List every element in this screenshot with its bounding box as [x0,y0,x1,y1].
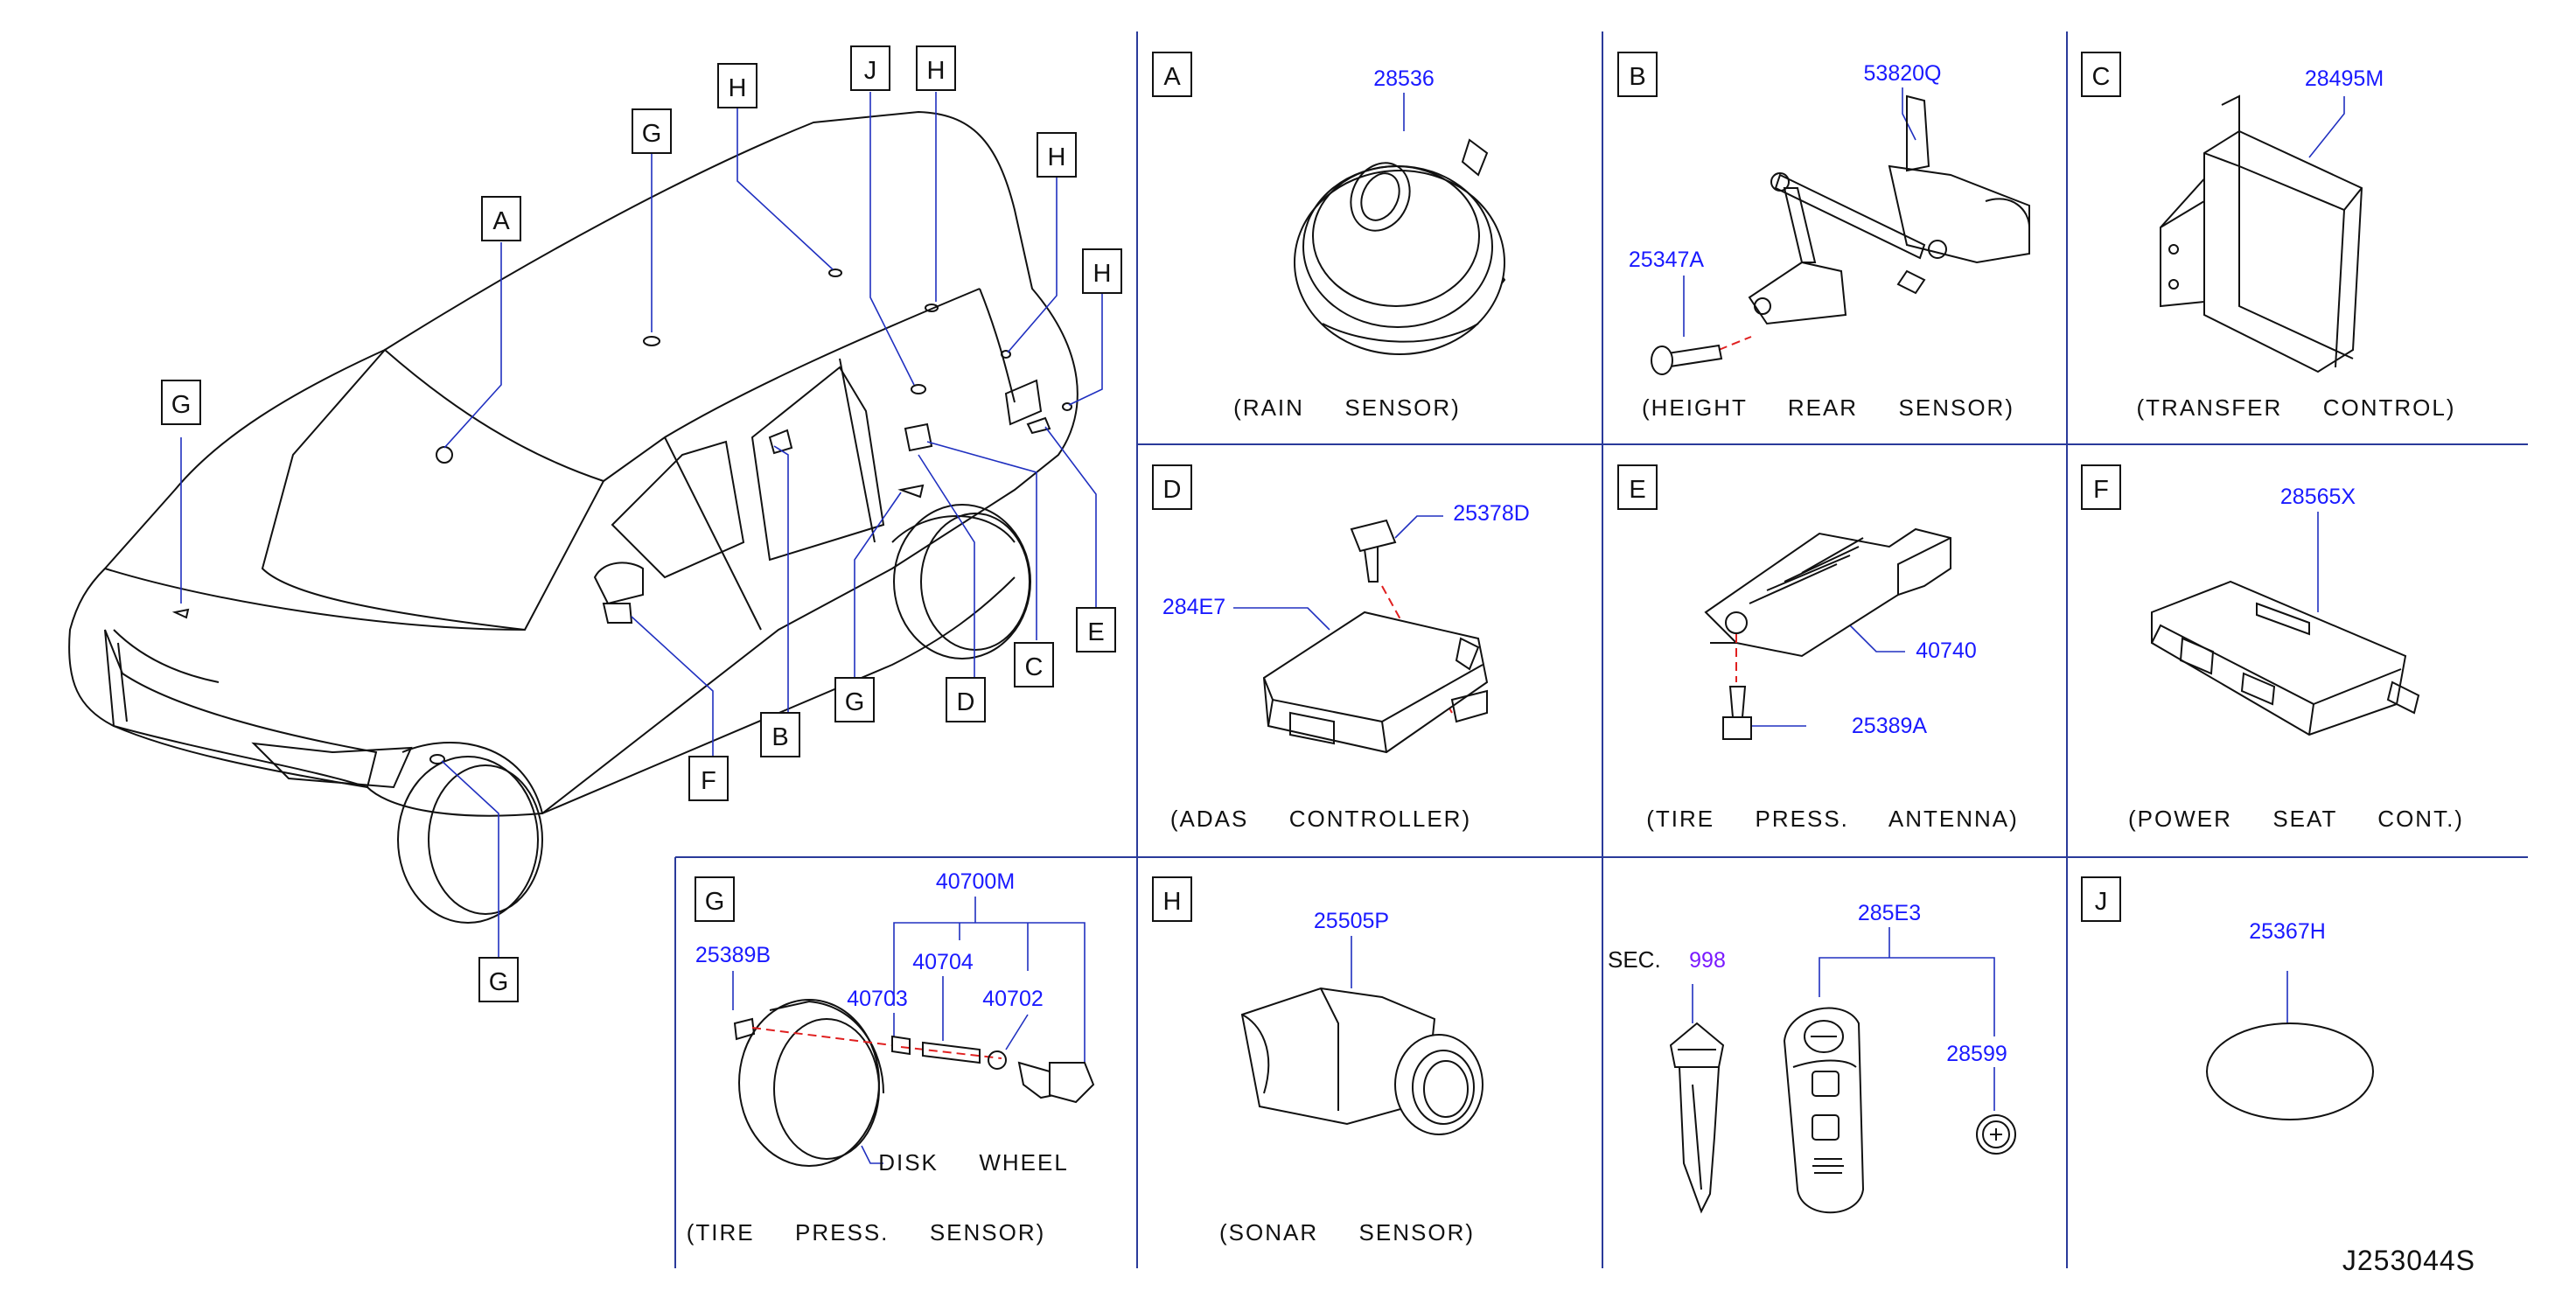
svg-text:B: B [771,723,788,751]
part-number: 28565X [2280,485,2356,509]
svg-text:G: G [171,391,192,419]
bolt [1651,344,1723,375]
svg-text:J: J [2095,888,2108,916]
part-number: 25347A [1629,248,1705,272]
mechanical-key-drawing [1669,1022,1725,1214]
svg-text:J: J [864,57,877,85]
svg-text:G: G [489,968,509,996]
callout-G-roof: G [632,108,672,154]
panel-caption: (RAIN SENSOR) [1233,394,1461,421]
panel-caption: (TRANSFER CONTROL) [2137,394,2456,421]
panel-A: A 28536 (RAIN SENSOR) [1152,52,1506,421]
tpms-sensor-drawing [891,1035,1095,1104]
power-seat-controller-drawing [2151,580,2420,736]
panel-key: SEC. 998 285E3 28599 [1608,901,2016,1214]
part-number: 25378D [1453,501,1530,526]
panel-B: B 53820Q 25347A (HEIGHT REAR SENSOR) [1617,52,2030,421]
adas-controller-drawing [1262,611,1489,754]
svg-text:H: H [927,57,946,85]
disk-wheel-note: DISK WHEEL [878,1149,1069,1176]
panel-caption: (ADAS CONTROLLER) [1170,806,1471,832]
part-number: 25505P [1314,909,1389,933]
callout-B: B [760,712,800,757]
part-number: 40740 [1916,639,1977,663]
part-number: 284E7 [1162,595,1225,619]
part-number: 285E3 [1858,901,1921,925]
part-number: 40704 [912,950,974,974]
section-number: 998 [1689,948,1726,973]
tire-antenna-drawing [1704,527,1951,658]
svg-text:H: H [729,74,747,102]
callout-G-front: G [161,380,201,425]
svg-text:G: G [845,688,865,716]
callout-J: J [850,45,890,91]
smart-key-drawing [1783,1007,1865,1214]
svg-text:C: C [2092,63,2111,91]
part-number: 40702 [982,987,1044,1011]
panel-C: C 28495M (TRANSFER CONTROL) [2081,52,2456,421]
callout-G-rear-wheel: G [834,677,875,722]
svg-text:D: D [957,688,975,716]
disk-wheel-drawing [733,999,884,1167]
sonar-sensor-drawing [1240,987,1483,1135]
panel-F: F 28565X (POWER SEAT CONT.) [2081,464,2464,832]
part-number: 28599 [1946,1042,2007,1066]
screw [1722,686,1752,740]
rain-sensor-drawing [1294,138,1506,355]
svg-text:E: E [1087,618,1104,646]
part-number: 25389B [695,943,771,967]
panel-caption: (TIRE PRESS. SENSOR) [687,1219,1046,1246]
part-number: 53820Q [1864,61,1942,86]
svg-text:B: B [1629,63,1645,91]
svg-text:F: F [701,767,716,795]
seal-drawing [2206,1022,2374,1120]
panel-D: D 25378D 284E7 (ADAS CONTROLLER) [1152,464,1530,832]
panel-caption: (HEIGHT REAR SENSOR) [1642,394,2014,421]
callout-G-front-wheel: G [478,957,519,1002]
svg-text:H: H [1163,888,1182,916]
callout-H-roof: H [717,63,757,108]
callout-A: A [481,196,521,241]
bolt [1350,519,1397,583]
svg-text:G: G [705,888,725,916]
svg-text:A: A [1163,63,1181,91]
callout-E: E [1076,607,1116,652]
panel-H: H 25505P (SONAR SENSOR) [1152,876,1483,1246]
svg-text:E: E [1629,476,1645,504]
callout-H-rear: H [1037,132,1077,178]
panel-G: G 40700M 25389B 40704 40703 40702 DISK [687,869,1095,1246]
section-label: SEC. [1608,946,1661,973]
svg-text:C: C [1025,653,1044,681]
height-sensor-drawing [1748,94,2030,325]
panel-E: E 40740 25389A (TIRE PRESS. ANTENNA) [1617,464,2019,832]
part-number: 25389A [1852,714,1928,738]
part-number: 25367H [2249,919,2326,944]
svg-text:H: H [1048,143,1066,171]
callout-H-center: H [916,45,956,91]
callout-C: C [1014,642,1054,687]
vehicle-overview [68,92,1103,967]
part-number: 28536 [1373,66,1435,91]
svg-text:D: D [1163,476,1182,504]
panel-grid [674,31,2528,1268]
callout-F: F [688,756,729,801]
svg-text:F: F [2093,476,2109,504]
svg-text:G: G [642,120,662,148]
drawing-id: J253044S [2342,1245,2475,1276]
part-number: 40700M [936,869,1015,894]
part-number: 28495M [2305,66,2384,91]
panel-J: J 25367H [2081,876,2374,1120]
part-number: 40703 [847,987,908,1011]
callout-H-corner: H [1082,248,1122,294]
svg-text:H: H [1093,260,1112,288]
panel-caption: (TIRE PRESS. ANTENNA) [1646,806,2019,832]
battery-drawing [1976,1114,2016,1155]
callout-D: D [946,677,986,722]
panel-caption: (SONAR SENSOR) [1219,1219,1475,1246]
svg-text:A: A [492,207,510,235]
panel-caption: (POWER SEAT CONT.) [2128,806,2464,832]
transfer-control-drawing [2160,94,2363,373]
